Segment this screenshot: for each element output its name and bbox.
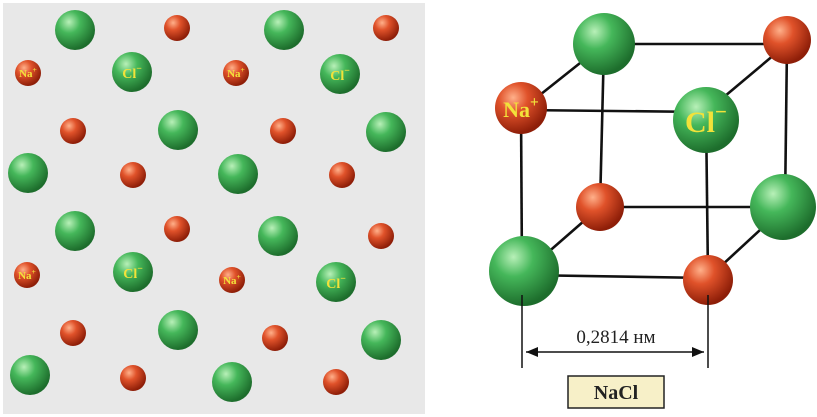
- sodium-ion: [683, 255, 733, 305]
- lattice-panel: [3, 3, 425, 414]
- chloride-ion: [112, 52, 152, 92]
- sodium-ion: [223, 60, 249, 86]
- chloride-ion: [489, 236, 559, 306]
- chloride-ion: [264, 10, 304, 50]
- sodium-ion: [323, 369, 349, 395]
- sodium-ion: [120, 365, 146, 391]
- sodium-ion: [373, 15, 399, 41]
- unit-cell-ions: Na+Cl−: [489, 13, 816, 306]
- sodium-ion: [763, 16, 811, 64]
- chloride-ion: [673, 87, 739, 153]
- chloride-label: Cl−: [685, 100, 727, 140]
- sodium-ion: [164, 216, 190, 242]
- sodium-ion: [219, 267, 245, 293]
- chloride-ion: [750, 174, 816, 240]
- sodium-ion: [60, 320, 86, 346]
- sodium-ion: [60, 118, 86, 144]
- chloride-ion: [55, 10, 95, 50]
- sodium-label: Na+: [19, 65, 37, 80]
- chloride-ion: [212, 362, 252, 402]
- formula-box: [567, 375, 665, 409]
- chloride-ion: [320, 54, 360, 94]
- sodium-ion: [495, 82, 547, 134]
- distance-label: 0,2814 нм: [576, 327, 655, 348]
- chloride-ion: [8, 153, 48, 193]
- chloride-ion: [10, 355, 50, 395]
- sodium-ion: [368, 223, 394, 249]
- sodium-label: Na+: [227, 65, 245, 80]
- chloride-ion: [361, 320, 401, 360]
- sodium-ion: [120, 162, 146, 188]
- chloride-ion: [55, 211, 95, 251]
- chloride-ion: [316, 262, 356, 302]
- formula-label: NaCl: [594, 382, 639, 404]
- sodium-ion: [576, 183, 624, 231]
- sodium-ion: [270, 118, 296, 144]
- sodium-label: Na+: [223, 272, 241, 287]
- sodium-ion: [329, 162, 355, 188]
- chloride-ion: [158, 110, 198, 150]
- sodium-ion: [262, 325, 288, 351]
- distance-dimension: [521, 295, 709, 368]
- unit-cell-edges: [519, 42, 789, 280]
- sodium-ion: [164, 15, 190, 41]
- chloride-ion: [158, 310, 198, 350]
- chloride-ion: [113, 252, 153, 292]
- lattice-layer: Na+Cl−Na+Cl−Na+Cl−Na+Cl−: [8, 10, 406, 402]
- sodium-ion: [15, 60, 41, 86]
- chloride-ion: [218, 154, 258, 194]
- chloride-ion: [573, 13, 635, 75]
- sodium-label: Na+: [18, 267, 36, 282]
- sodium-ion: [14, 262, 40, 288]
- chloride-ion: [366, 112, 406, 152]
- chloride-ion: [258, 216, 298, 256]
